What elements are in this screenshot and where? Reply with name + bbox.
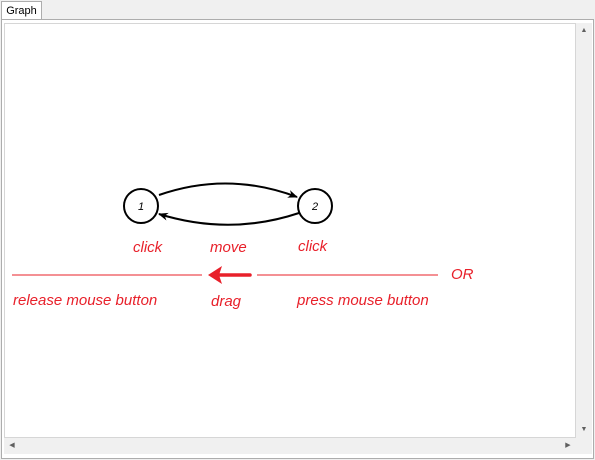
or-label: OR — [451, 266, 474, 283]
node-1-label: 1 — [138, 201, 144, 213]
click-label-right: click — [298, 238, 328, 255]
graph-canvas[interactable] — [4, 23, 576, 438]
node-2[interactable]: 2 — [297, 188, 333, 224]
node-2-label: 2 — [311, 201, 318, 213]
move-label: move — [210, 239, 247, 256]
scroll-down-icon[interactable]: ▼ — [580, 426, 588, 433]
horizontal-scroll-thumb[interactable] — [21, 439, 559, 453]
vertical-scrollbar[interactable]: ▲ ▼ — [576, 23, 592, 438]
drag-arrow-icon — [208, 266, 252, 284]
node-1[interactable]: 1 — [123, 188, 159, 224]
edge-1-to-2[interactable] — [158, 182, 298, 198]
scrollbar-corner — [576, 438, 592, 454]
click-label-left: click — [133, 239, 163, 256]
scroll-up-icon[interactable]: ▲ — [580, 27, 588, 34]
vertical-scroll-thumb[interactable] — [577, 40, 591, 421]
edge-2-to-1[interactable] — [158, 212, 300, 226]
tab-graph[interactable]: Graph — [1, 1, 42, 20]
scroll-right-icon[interactable]: ▶ — [565, 442, 571, 449]
horizontal-scrollbar[interactable]: ◀ ▶ — [4, 438, 576, 454]
release-mouse-label: release mouse button — [13, 292, 158, 309]
scroll-left-icon[interactable]: ◀ — [9, 442, 15, 449]
drag-label: drag — [211, 293, 242, 310]
press-mouse-label: press mouse button — [297, 292, 429, 309]
